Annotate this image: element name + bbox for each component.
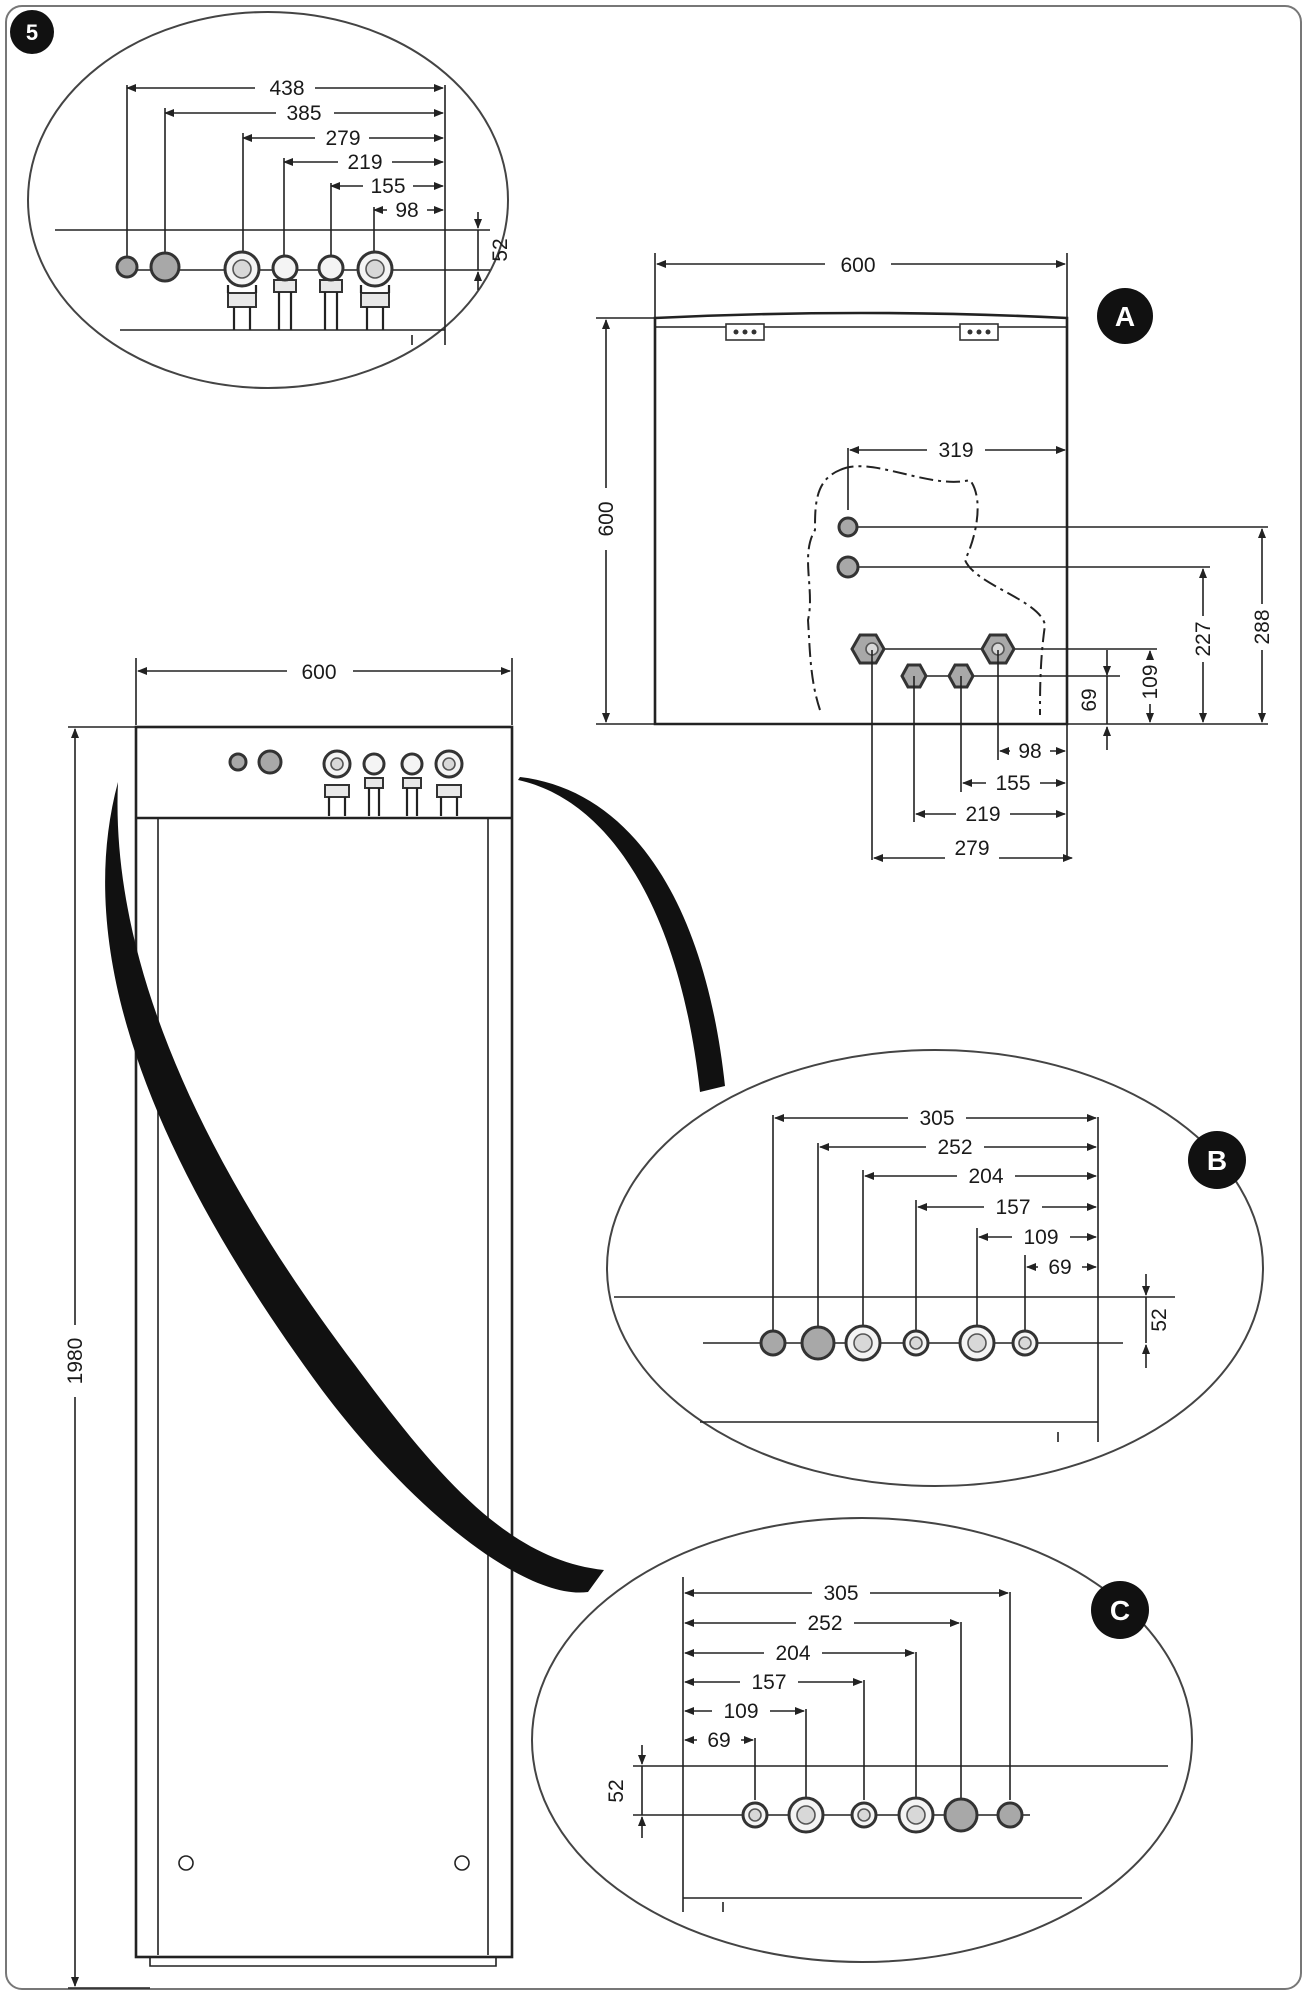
figure-number: 5 (26, 20, 38, 45)
figure-frame (5, 5, 1302, 1990)
dim-438: 438 (269, 77, 304, 100)
unit-top-outline (653, 311, 1069, 726)
pipe-icon (149, 251, 181, 283)
detail-top-callout: 438 385 279 219 155 98 52 (27, 11, 512, 389)
view-c: 305 252 204 157 109 69 52 C (531, 1517, 1193, 1963)
view-a: 600 600 319 (590, 248, 1277, 862)
callout-swoosh-top (105, 782, 605, 1593)
pipe-icon (837, 516, 859, 538)
view-a-dim-279: 279 (954, 837, 989, 860)
dim-219: 219 (347, 151, 382, 174)
view-a-dim-227: 227 (1192, 621, 1215, 656)
view-b-dim-252: 252 (937, 1136, 972, 1159)
cabinet-outline (134, 725, 514, 1959)
pipe-fitting-icon (356, 250, 394, 330)
pipe-fitting-icon (322, 749, 352, 816)
view-a-dim-219: 219 (965, 803, 1000, 826)
view-c-dim-157: 157 (751, 1671, 786, 1694)
pipe-fitting-icon (317, 254, 345, 330)
pipe-fitting-icon (271, 254, 299, 330)
pipe-icon (115, 255, 139, 279)
foot-screw-icon (178, 1855, 194, 1871)
view-a-dim-319: 319 (938, 439, 973, 462)
pipe-fitting-icon (223, 250, 261, 330)
view-a-dim-155: 155 (995, 772, 1030, 795)
dim-offset-52: 52 (489, 238, 512, 261)
dim-279: 279 (325, 127, 360, 150)
pipe-fitting-icon (434, 749, 464, 816)
figure-number-badge: 5 (10, 10, 54, 54)
view-a-width: 600 (840, 254, 875, 277)
view-c-dim-305: 305 (823, 1582, 858, 1605)
hinge-icon (959, 323, 999, 341)
dim-155: 155 (370, 175, 405, 198)
view-b-dim-305: 305 (919, 1107, 954, 1130)
callout-swoosh-right (518, 777, 725, 1092)
foot-screw-icon (454, 1855, 470, 1871)
pipe-icon (257, 749, 283, 775)
view-c-badge (1091, 1581, 1149, 1639)
pipe-icon (800, 1325, 836, 1361)
front-view-width: 600 (301, 661, 336, 684)
view-a-dim-288: 288 (1251, 609, 1274, 644)
pipe-icon (759, 1329, 787, 1357)
view-a-dim-109: 109 (1139, 664, 1162, 699)
view-a-height: 600 (595, 501, 618, 536)
view-b-dim-69: 69 (1048, 1256, 1071, 1279)
view-b-badge-label: B (1207, 1145, 1227, 1176)
view-b: 305 252 204 157 109 69 52 B (606, 1049, 1264, 1487)
view-c-badge-label: C (1110, 1595, 1130, 1626)
view-a-dim-69: 69 (1078, 688, 1101, 711)
view-b-dim-157: 157 (995, 1196, 1030, 1219)
view-c-dim-252: 252 (807, 1612, 842, 1635)
pipe-fitting-icon (400, 752, 424, 816)
view-b-dim-204: 204 (968, 1165, 1003, 1188)
view-c-dim-109: 109 (723, 1700, 758, 1723)
front-view: 600 1980 (60, 655, 514, 1989)
view-b-dim-109: 109 (1023, 1226, 1058, 1249)
view-b-badge (1188, 1131, 1246, 1189)
view-a-dim-98: 98 (1018, 740, 1041, 763)
view-a-badge (1097, 288, 1153, 344)
view-c-dim-69: 69 (707, 1729, 730, 1752)
dim-385: 385 (286, 102, 321, 125)
view-b-offset-52: 52 (1148, 1308, 1171, 1331)
pipe-icon (943, 1797, 979, 1833)
pipe-icon (228, 752, 248, 772)
view-a-badge-label: A (1115, 301, 1135, 332)
view-c-offset-52: 52 (605, 1779, 628, 1802)
dim-98: 98 (395, 199, 418, 222)
view-c-dim-204: 204 (775, 1642, 810, 1665)
hinge-icon (725, 323, 765, 341)
pipe-icon (836, 555, 860, 579)
pipe-fitting-icon (362, 752, 386, 816)
front-view-height: 1980 (64, 1338, 87, 1385)
pipe-icon (996, 1801, 1024, 1829)
